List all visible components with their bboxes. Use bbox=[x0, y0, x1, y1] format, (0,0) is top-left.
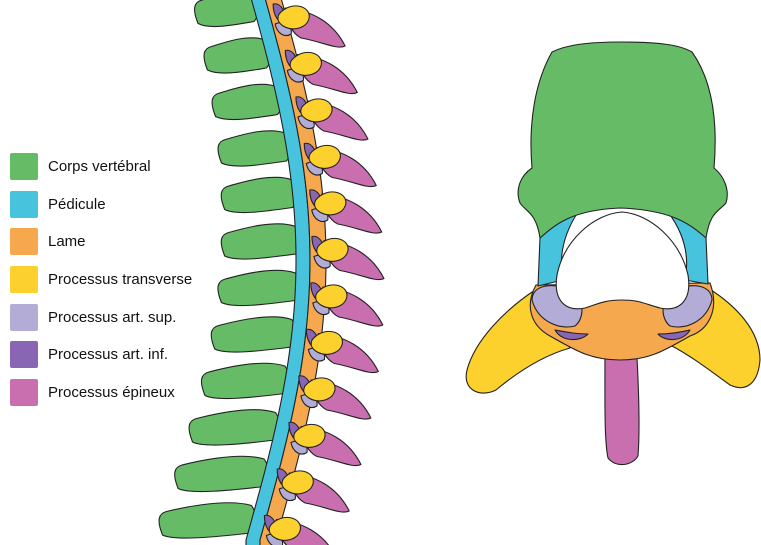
legend-label: Corps vertébral bbox=[48, 158, 151, 175]
legend-swatch bbox=[10, 304, 38, 331]
vertebral-body bbox=[159, 503, 256, 538]
vertebral-body bbox=[204, 38, 271, 73]
vertebral-body bbox=[201, 363, 289, 398]
legend-label: Processus art. inf. bbox=[48, 346, 168, 363]
vertebral-foramen bbox=[556, 212, 689, 309]
vertebra-axial-view bbox=[466, 42, 760, 465]
legend-swatch bbox=[10, 191, 38, 218]
vertebral-body bbox=[189, 410, 280, 445]
vertebral-body bbox=[195, 0, 259, 27]
legend-item-lamina: Lame bbox=[10, 223, 192, 261]
legend-item-pedicle: Pédicule bbox=[10, 186, 192, 224]
legend-swatch bbox=[10, 379, 38, 406]
legend-label: Processus art. sup. bbox=[48, 309, 176, 326]
vertebral-body bbox=[212, 84, 282, 119]
legend-label: Processus épineux bbox=[48, 384, 175, 401]
legend-label: Pédicule bbox=[48, 196, 106, 213]
legend: Corps vertébral Pédicule Lame Processus … bbox=[10, 148, 192, 411]
legend-label: Processus transverse bbox=[48, 271, 192, 288]
legend-swatch bbox=[10, 266, 38, 293]
vertebral-body bbox=[175, 456, 269, 491]
vertebral-body bbox=[211, 317, 296, 352]
legend-label: Lame bbox=[48, 233, 86, 250]
legend-swatch bbox=[10, 341, 38, 368]
vertebral-body bbox=[221, 177, 297, 212]
legend-swatch bbox=[10, 228, 38, 255]
legend-item-transverse-process: Processus transverse bbox=[10, 261, 192, 299]
vertebral-body bbox=[518, 42, 727, 238]
spine-lateral-view bbox=[159, 0, 384, 545]
legend-item-inferior-articular-process: Processus art. inf. bbox=[10, 336, 192, 374]
legend-item-superior-articular-process: Processus art. sup. bbox=[10, 298, 192, 336]
legend-swatch bbox=[10, 153, 38, 180]
vertebral-body bbox=[218, 270, 300, 305]
vertebral-body bbox=[218, 131, 291, 166]
vertebral-body bbox=[221, 224, 300, 259]
legend-item-vertebral-body: Corps vertébral bbox=[10, 148, 192, 186]
legend-item-spinous-process: Processus épineux bbox=[10, 374, 192, 412]
